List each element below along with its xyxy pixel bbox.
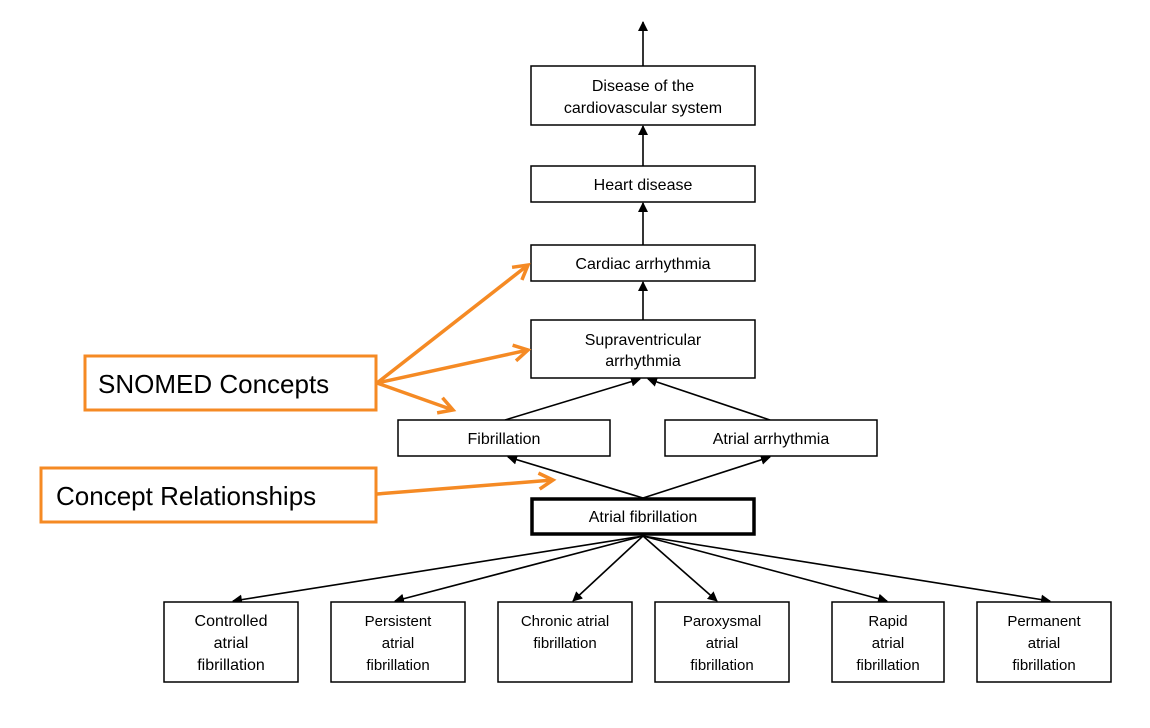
edge-fib-to-supra — [504, 376, 641, 421]
edge-af-to-child — [572, 535, 644, 602]
node-label: cardiovascular system — [564, 100, 722, 117]
callout-arrow — [376, 471, 557, 496]
edge-af-to-child — [642, 535, 888, 604]
node-label: Controlled — [195, 613, 268, 630]
edge-af-to-child — [642, 535, 718, 602]
relationship-edges — [232, 21, 1051, 605]
edge-af-to-child — [642, 535, 1051, 605]
node-cardiac-arrhythmia: Cardiac arrhythmia — [530, 244, 756, 282]
edge-af-to-child — [394, 535, 644, 604]
edge-af-to-fib — [507, 454, 644, 499]
node-label: Cardiac arrhythmia — [575, 256, 710, 273]
callout-concept-relationships: Concept Relationships — [39, 466, 557, 524]
node-label: fibrillation — [197, 657, 265, 674]
node-label: arrhythmia — [605, 353, 681, 370]
node-label: Permanent — [1007, 613, 1081, 630]
node-label: Disease of the — [592, 78, 694, 95]
node-label: atrial — [1028, 635, 1061, 652]
edge-af-to-child — [232, 535, 644, 605]
node-label: fibrillation — [856, 657, 919, 674]
node-disease-cardiovascular: Disease of the cardiovascular system — [530, 65, 756, 126]
node-label: Atrial arrhythmia — [713, 431, 830, 448]
child-nodes: Controlled atrial fibrillation Persisten… — [163, 601, 1112, 683]
callout-arrow — [376, 343, 532, 385]
node-paroxysmal-af: Paroxysmal atrial fibrillation — [654, 601, 790, 683]
node-label: Rapid — [868, 613, 907, 630]
node-atrial-arrhythmia: Atrial arrhythmia — [664, 419, 878, 457]
edge-atrialarr-to-supra — [647, 377, 771, 421]
node-label: Atrial fibrillation — [589, 509, 697, 526]
node-heart-disease: Heart disease — [530, 165, 756, 203]
callout-arrow — [376, 381, 457, 415]
node-label: Paroxysmal — [683, 613, 761, 630]
callout-label: Concept Relationships — [56, 481, 316, 511]
node-label: atrial — [872, 635, 905, 652]
edge-af-to-atrialarr — [642, 455, 771, 499]
node-label: Supraventricular — [585, 332, 702, 349]
node-label: Fibrillation — [468, 431, 541, 448]
node-label: atrial — [382, 635, 415, 652]
node-label: fibrillation — [366, 657, 429, 674]
callout-label: SNOMED Concepts — [98, 369, 329, 399]
node-label: Persistent — [365, 613, 433, 630]
node-atrial-fibrillation: Atrial fibrillation — [530, 497, 756, 536]
node-rapid-af: Rapid atrial fibrillation — [831, 601, 945, 683]
node-label: fibrillation — [1012, 657, 1075, 674]
callout-snomed-concepts: SNOMED Concepts — [83, 262, 532, 415]
node-controlled-af: Controlled atrial fibrillation — [163, 601, 299, 683]
node-label: fibrillation — [690, 657, 753, 674]
node-persistent-af: Persistent atrial fibrillation — [330, 601, 466, 683]
node-chronic-af: Chronic atrial fibrillation — [497, 601, 633, 683]
callout-arrow — [375, 262, 531, 385]
node-label: Chronic atrial — [521, 613, 609, 630]
node-label: atrial — [214, 635, 249, 652]
node-permanent-af: Permanent atrial fibrillation — [976, 601, 1112, 683]
node-fibrillation: Fibrillation — [397, 419, 611, 457]
node-label: Heart disease — [594, 177, 693, 194]
node-label: atrial — [706, 635, 739, 652]
node-label: fibrillation — [533, 635, 596, 652]
node-supraventricular-arrhythmia: Supraventricular arrhythmia — [530, 319, 756, 379]
